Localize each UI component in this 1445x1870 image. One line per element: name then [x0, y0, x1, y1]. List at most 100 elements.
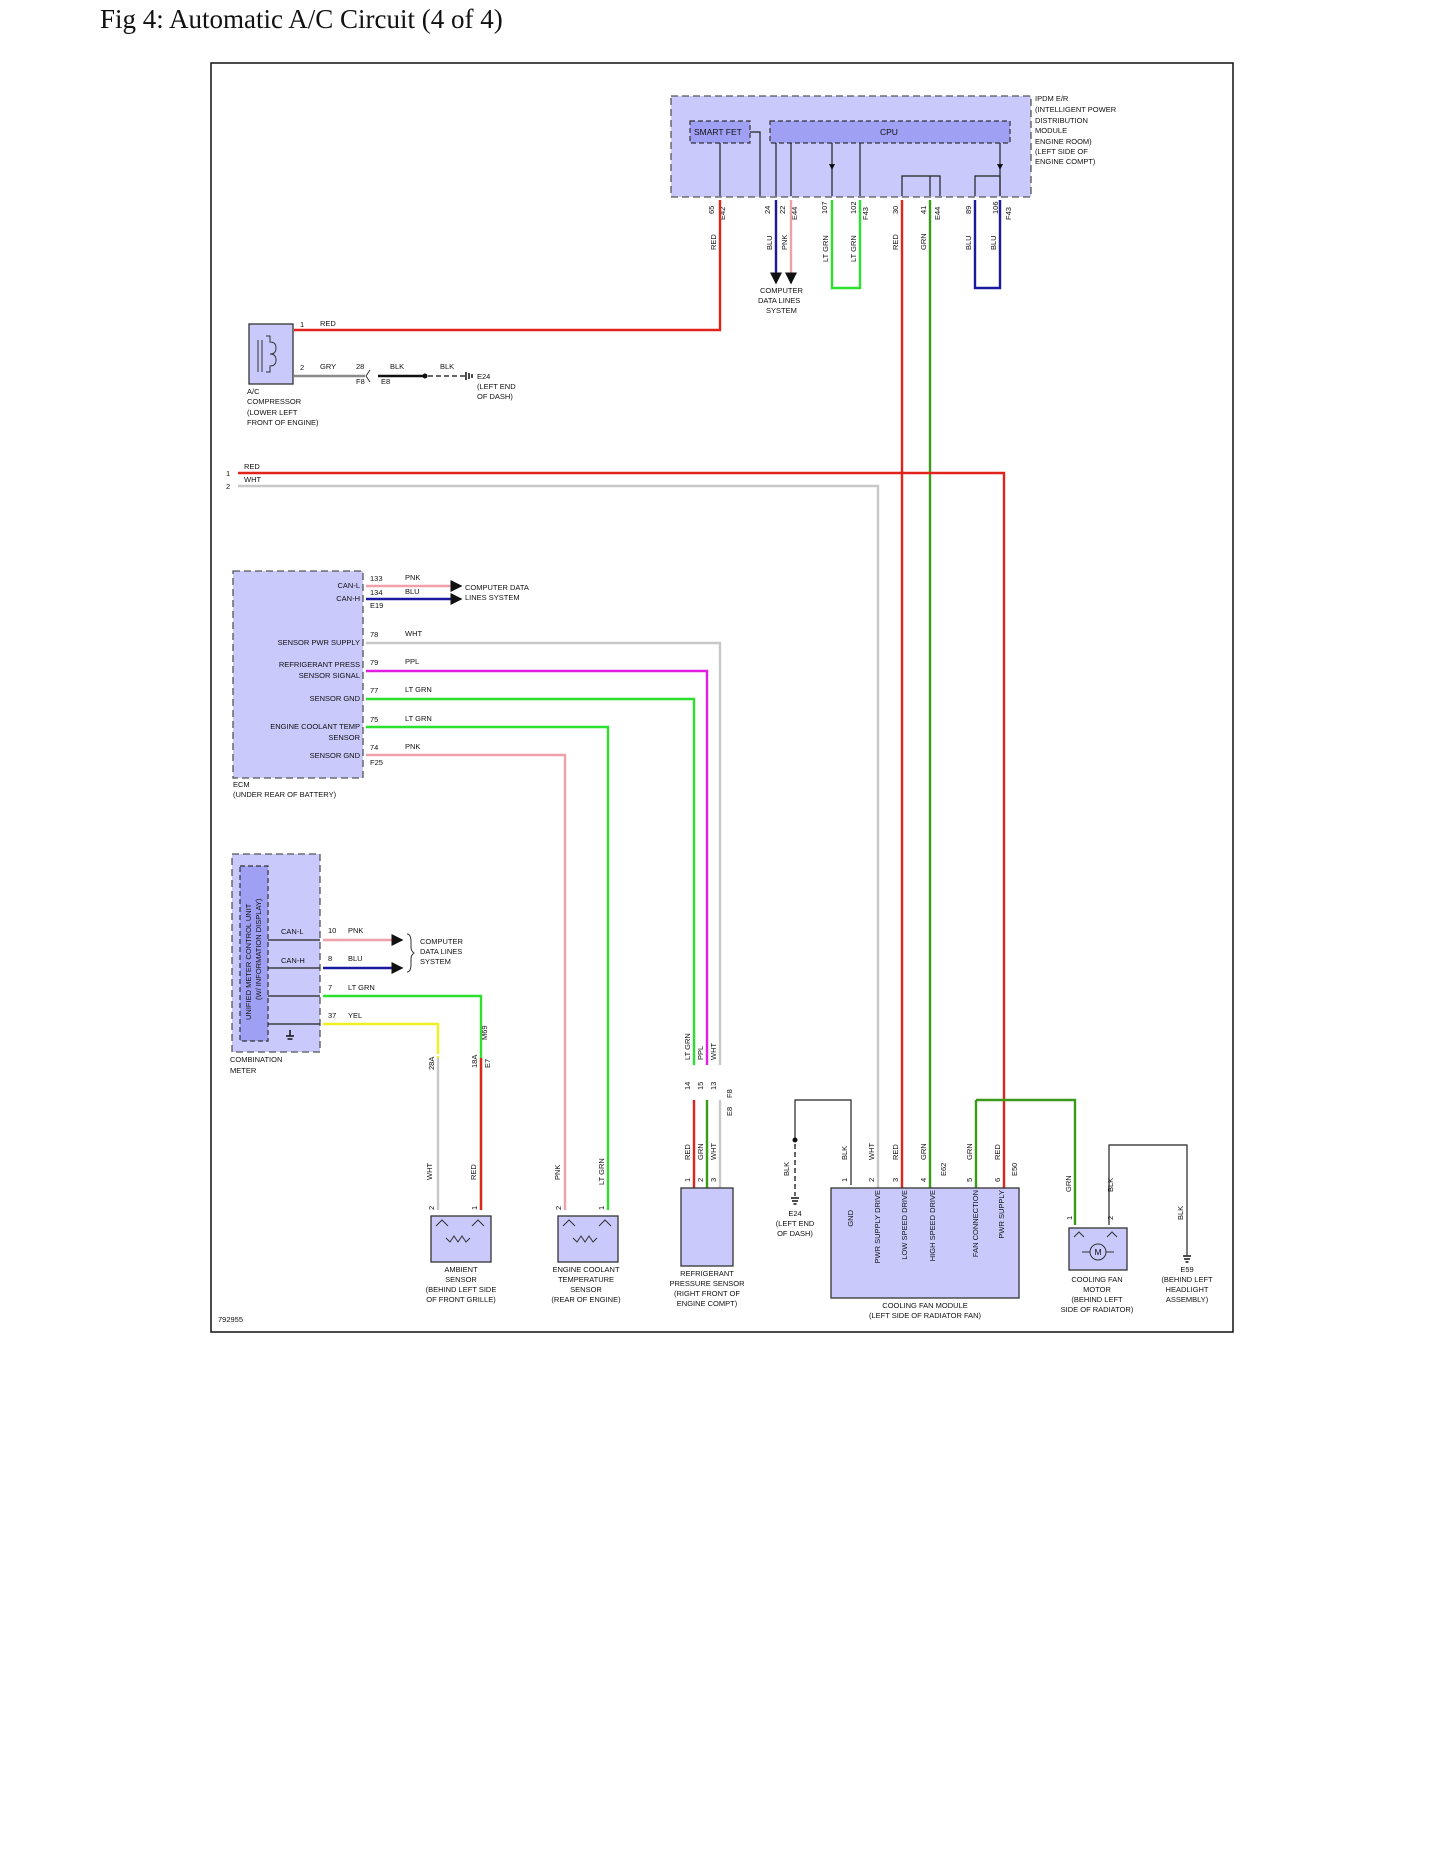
svg-text:BLK: BLK: [840, 1146, 849, 1160]
svg-text:RED: RED: [683, 1144, 692, 1160]
svg-text:F8: F8: [356, 377, 365, 386]
svg-text:LT GRN: LT GRN: [405, 714, 432, 723]
ipdm-connector: E44: [790, 207, 799, 220]
svg-text:DATA LINES: DATA LINES: [420, 947, 462, 956]
svg-text:SENSOR GND: SENSOR GND: [310, 751, 361, 760]
ipdm-pin: 24: [763, 206, 772, 214]
computer-data-lines-2: COMPUTER DATA: [465, 583, 529, 592]
svg-text:PPL: PPL: [696, 1046, 705, 1060]
svg-text:WHT: WHT: [425, 1163, 434, 1180]
svg-text:(BEHIND LEFT: (BEHIND LEFT: [1161, 1275, 1213, 1284]
svg-text:HIGH SPEED DRIVE: HIGH SPEED DRIVE: [928, 1190, 937, 1261]
svg-text:(LEFT SIDE OF RADIATOR FAN): (LEFT SIDE OF RADIATOR FAN): [869, 1311, 982, 1320]
svg-text:PRESSURE SENSOR: PRESSURE SENSOR: [669, 1279, 745, 1288]
ecm-wire-labels: PNK BLU WHT PPL LT GRN LT GRN PNK: [405, 573, 432, 751]
ecm-pin-labels: 133 134 E19 78 79 77 75 74 F25: [370, 574, 383, 767]
svg-text:37: 37: [328, 1011, 336, 1020]
ground-e59: BLK E59 (BEHIND LEFT HEADLIGHT ASSEMBLY): [1161, 1206, 1213, 1304]
svg-text:E19: E19: [370, 601, 383, 610]
svg-text:GRN: GRN: [1064, 1175, 1073, 1192]
ipdm-pin: 102: [849, 201, 858, 214]
svg-text:134: 134: [370, 588, 383, 597]
svg-text:14: 14: [683, 1082, 692, 1090]
clutch-coil-icon: [266, 335, 277, 373]
wire-ltgrn-77: [366, 697, 696, 1065]
svg-text:PWR SUPPLY DRIVE: PWR SUPPLY DRIVE: [873, 1190, 882, 1264]
svg-text:SENSOR: SENSOR: [445, 1275, 477, 1284]
svg-text:OF FRONT GRILLE): OF FRONT GRILLE): [426, 1295, 496, 1304]
svg-text:2: 2: [696, 1178, 705, 1182]
svg-text:COMPRESSOR: COMPRESSOR: [247, 397, 302, 406]
svg-text:LOW SPEED DRIVE: LOW SPEED DRIVE: [900, 1190, 909, 1260]
svg-text:ECM: ECM: [233, 780, 250, 789]
svg-text:1: 1: [840, 1178, 849, 1182]
svg-text:PNK: PNK: [405, 573, 420, 582]
svg-text:BLU: BLU: [405, 587, 420, 596]
ground-e24b: BLK E24 (LEFT END OF DASH): [776, 1099, 852, 1238]
svg-text:133: 133: [370, 574, 383, 583]
ipdm-label-4: ENGINE ROOM): [1035, 137, 1092, 146]
svg-text:AMBIENT: AMBIENT: [444, 1265, 478, 1274]
svg-text:28A: 28A: [427, 1057, 436, 1070]
svg-text:SENSOR SIGNAL: SENSOR SIGNAL: [299, 671, 360, 680]
wire-yel-meter: [323, 1022, 440, 1052]
wire-ltgrn-meter: [323, 994, 483, 1210]
svg-text:2: 2: [300, 363, 304, 372]
svg-text:RED: RED: [891, 1144, 900, 1160]
wire-ltgrn-loop: [830, 200, 862, 290]
motor-icon: [1089, 1243, 1107, 1261]
svg-text:BLU: BLU: [765, 235, 774, 250]
svg-text:7: 7: [328, 983, 332, 992]
cpu-label: CPU: [880, 127, 898, 137]
svg-text:(W/ INFORMATION DISPLAY): (W/ INFORMATION DISPLAY): [254, 898, 263, 1000]
combination-meter: UNIFIED METER CONTROL UNIT (W/ INFORMATI…: [230, 853, 321, 1075]
diagram-frame: [210, 62, 1234, 1333]
svg-text:1: 1: [683, 1178, 692, 1182]
ground-e24-label: E24: [477, 372, 490, 381]
svg-text:1: 1: [1065, 1216, 1074, 1220]
ipdm-label-2: DISTRIBUTION: [1035, 116, 1088, 125]
svg-text:SIDE OF RADIATOR): SIDE OF RADIATOR): [1061, 1305, 1134, 1314]
ipdm-module: SMART FET CPU IPDM E/R (INTELLIGENT POWE…: [670, 94, 1117, 198]
svg-text:ENGINE COOLANT: ENGINE COOLANT: [552, 1265, 620, 1274]
ipdm-pin: 89: [964, 206, 973, 214]
svg-text:PNK: PNK: [405, 742, 420, 751]
ipdm-label-5: (LEFT SIDE OF: [1035, 147, 1088, 156]
svg-text:BLK: BLK: [782, 1162, 791, 1176]
ecm-can-h: CAN-H: [336, 594, 360, 603]
svg-text:PNK: PNK: [553, 1165, 562, 1180]
ac-compressor: 1 2 A/C COMPRESSOR (LOWER LEFT FRONT OF …: [247, 320, 319, 427]
svg-text:DATA LINES: DATA LINES: [758, 296, 800, 305]
ambient-sensor: WHT RED 2 1 AMBIENT SENSOR (BEHIND LEFT …: [425, 1163, 496, 1304]
svg-text:LT GRN: LT GRN: [821, 235, 830, 262]
ipdm-label-6: ENGINE COMPT): [1035, 157, 1096, 166]
svg-text:2: 2: [867, 1178, 876, 1182]
svg-text:GRN: GRN: [919, 1143, 928, 1160]
svg-text:REFRIGERANT PRESS: REFRIGERANT PRESS: [279, 660, 360, 669]
wire-label: RED: [320, 319, 336, 328]
svg-text:BLK: BLK: [1176, 1206, 1185, 1220]
svg-text:ENGINE COOLANT TEMP: ENGINE COOLANT TEMP: [270, 722, 360, 731]
svg-text:HEADLIGHT: HEADLIGHT: [1166, 1285, 1209, 1294]
svg-text:MOTOR: MOTOR: [1083, 1285, 1111, 1294]
svg-text:WHT: WHT: [405, 629, 422, 638]
wire-label: GRY: [320, 362, 336, 371]
svg-text:E7: E7: [483, 1059, 492, 1068]
ipdm-label-1: (INTELLIGENT POWER: [1035, 105, 1117, 114]
svg-text:(LOWER LEFT: (LOWER LEFT: [247, 408, 298, 417]
ipdm-connector: E44: [933, 207, 942, 220]
svg-text:SYSTEM: SYSTEM: [420, 957, 451, 966]
svg-text:LT GRN: LT GRN: [405, 685, 432, 694]
svg-text:CAN-H: CAN-H: [281, 956, 305, 965]
ground-icon: [286, 1030, 294, 1040]
svg-text:SENSOR: SENSOR: [570, 1285, 602, 1294]
cooling-fan-module: BLK WHT RED GRN GRN RED E62 E50 1 2 3 4 …: [830, 1100, 1020, 1320]
ecm-can-l: CAN-L: [337, 581, 360, 590]
svg-text:4: 4: [919, 1178, 928, 1182]
svg-text:(RIGHT FRONT OF: (RIGHT FRONT OF: [674, 1289, 740, 1298]
svg-text:BLU: BLU: [964, 235, 973, 250]
svg-text:3: 3: [891, 1178, 900, 1182]
svg-text:GRN: GRN: [965, 1143, 974, 1160]
ipdm-pin: 65: [707, 206, 716, 214]
svg-text:E24: E24: [788, 1209, 801, 1218]
